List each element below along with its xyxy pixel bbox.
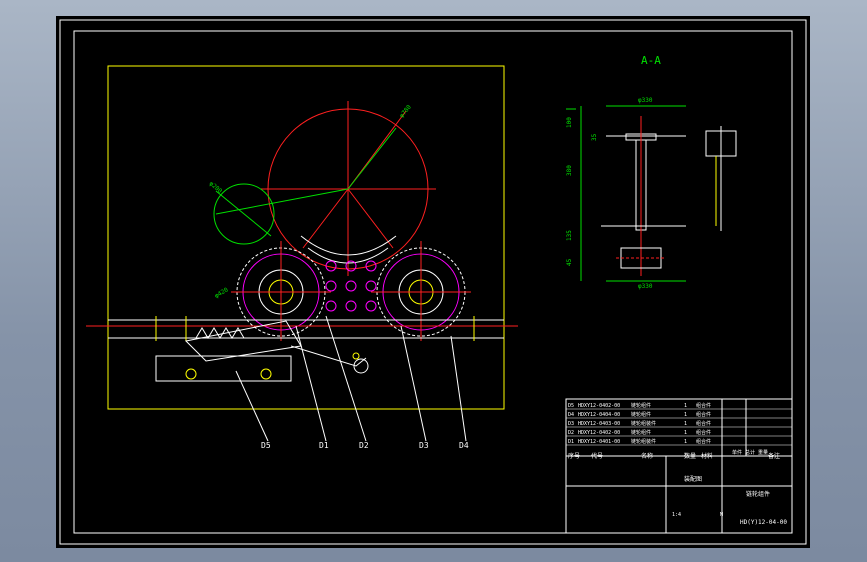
tensioner-assembly [155,320,369,382]
header-weight: 单件 总计 重量 [732,449,768,456]
header-qty: 数量 [684,452,696,460]
dim-sprocket: φ420 [214,286,230,299]
inner-border [73,30,793,534]
dim-left-2: 35 [591,133,598,141]
parts-qty: 1 [684,403,687,409]
title-block [565,398,793,534]
dim-big-circle: φ780 [398,103,413,119]
parts-name: 链轮组装件 [631,438,656,445]
header-code: 代号 [591,452,603,460]
dim-small-circle: φ200 [208,180,224,195]
parts-qty: 1 [684,412,687,418]
guide-arc-inner [307,247,389,264]
part-tag: D2 [359,441,369,450]
parts-material: 组合件 [696,402,711,409]
section-view [566,105,737,282]
drawing-number: HD(Y)12-04-00 [740,519,787,526]
parts-material: 组合件 [696,438,711,445]
parts-code: HDXY12-0402-00 [578,403,620,409]
chain-rail [86,316,518,341]
leader-lines [235,315,467,442]
header-no: 序号 [568,452,580,460]
part-tags: D5 D1 D2 D3 D4 [261,441,469,450]
header-material: 材料 [701,452,713,460]
scale: 1:4 [672,512,681,518]
parts-code: HDXY12-0401-00 [578,439,620,445]
part-tag: D4 [459,441,469,450]
part-tag: D1 [319,441,329,450]
cad-drawing: φ780 φ200 φ420 [59,19,807,545]
cad-viewport: φ780 φ200 φ420 [56,16,810,548]
bolt-pattern [325,260,377,312]
parts-no: D5 [568,403,574,409]
header-remark: 备注 [768,452,780,460]
parts-name: 链轮组件 [631,411,651,418]
parts-no: D2 [568,430,574,436]
outer-border [59,19,807,545]
parts-name: 链轮组件 [631,402,651,409]
parts-qty: 1 [684,430,687,436]
plate-outline [107,65,505,410]
dim-bottom-width: φ330 [638,283,653,290]
parts-no: D3 [568,421,574,427]
section-label: A-A [641,54,661,67]
left-sprocket [231,241,331,341]
parts-no: D1 [568,439,574,445]
dim-left-1: 100 [566,117,573,128]
company-name: 装配图 [684,475,702,483]
dim-left-5: 45 [566,258,573,266]
parts-material: 组合件 [696,420,711,427]
parts-code: HDXY12-0404-00 [578,412,620,418]
part-tag: D5 [261,441,271,450]
part-tag: D3 [419,441,429,450]
dim-top-width: φ330 [638,97,653,104]
parts-name: 链轮组件 [631,429,651,436]
parts-code: HDXY12-0402-00 [578,430,620,436]
right-sprocket [371,241,471,341]
sheet: M [720,512,723,518]
guide-arc [300,235,397,256]
parts-material: 组合件 [696,429,711,436]
parts-material: 组合件 [696,411,711,418]
drawing-name: 链轮组件 [746,490,770,498]
parts-code: HDXY12-0403-00 [578,421,620,427]
parts-name: 链轮组装件 [631,420,656,427]
parts-qty: 1 [684,439,687,445]
header-name: 名称 [641,452,653,460]
dim-left-4: 135 [566,230,573,241]
dim-left-3: 380 [566,165,573,176]
idler-circle [213,127,397,245]
parts-qty: 1 [684,421,687,427]
parts-no: D4 [568,412,574,418]
